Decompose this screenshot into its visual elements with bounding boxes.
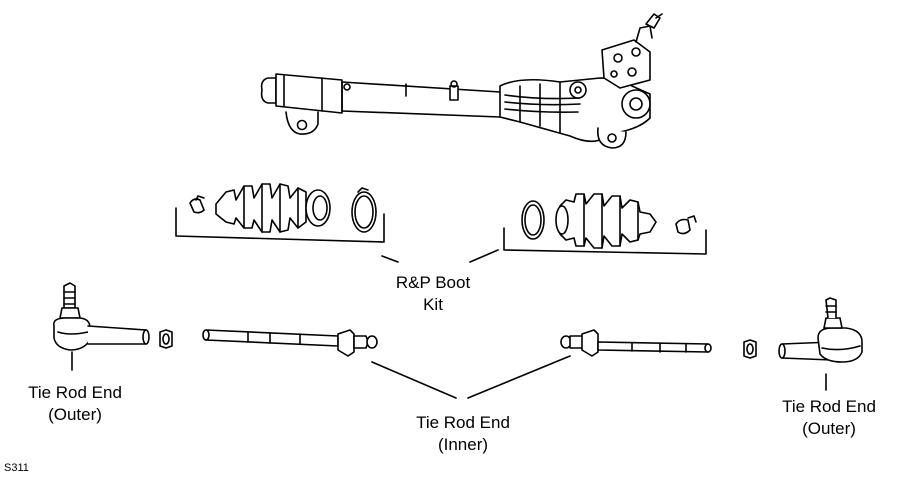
outer-left-label-line1: Tie Rod End	[28, 383, 122, 402]
right-jam-nut	[743, 339, 757, 359]
left-jam-nut	[159, 329, 173, 349]
right-outer-tie-rod-end	[778, 297, 863, 391]
boot-kit-label-line2: Kit	[423, 295, 443, 314]
boot-kit-leader-2	[469, 249, 499, 263]
steering-rack-assembly	[260, 13, 663, 149]
left-inner-tie-rod	[202, 329, 378, 357]
left-boot-kit	[175, 183, 385, 243]
left-outer-tie-rod-end	[52, 282, 150, 371]
outer-right-label-line2: (Outer)	[802, 419, 856, 438]
boot-kit-leader	[381, 255, 399, 263]
outer-right-label: Tie Rod End (Outer)	[766, 396, 892, 440]
right-inner-tie-rod	[560, 329, 712, 357]
inner-label: Tie Rod End (Inner)	[400, 412, 526, 456]
figure-code: S311	[4, 462, 29, 474]
inner-label-line1: Tie Rod End	[416, 413, 510, 432]
boot-kit-label: R&P Boot Kit	[388, 272, 478, 316]
inner-label-line2: (Inner)	[437, 435, 489, 454]
right-boot-kit	[503, 193, 707, 255]
boot-kit-label-line1: R&P Boot	[395, 273, 471, 292]
outer-left-label: Tie Rod End (Outer)	[12, 382, 138, 426]
outer-left-label-line2: (Outer)	[48, 405, 102, 424]
outer-right-label-line1: Tie Rod End	[782, 397, 876, 416]
inner-leader-right	[467, 355, 571, 399]
inner-leader-left	[371, 361, 457, 399]
